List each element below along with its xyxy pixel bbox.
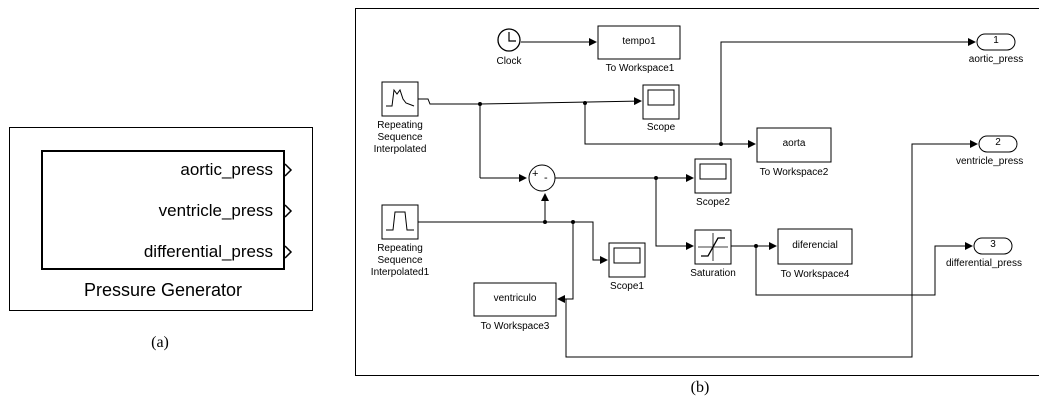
outport-2: [978, 135, 1018, 153]
tempo1-text: tempo1: [622, 36, 656, 47]
caption-a: (a): [151, 334, 169, 351]
aorta-block: [756, 127, 832, 163]
repeating-sequence-block[interactable]: [381, 81, 419, 117]
label-line: Sequence: [377, 132, 423, 143]
branch-point: [543, 220, 547, 224]
saturation-curve-icon: [701, 237, 725, 257]
signal-line: [418, 98, 480, 105]
outport-2-label: ventricle_press: [956, 156, 1024, 167]
port-ventricle-press-label: ventricle_press: [158, 201, 273, 220]
clock-label: Clock: [496, 56, 522, 67]
scope-screen-icon: [699, 163, 727, 180]
to-workspace1-label: To Workspace1: [605, 63, 675, 74]
branch-point: [654, 176, 658, 180]
port-aortic-press-label: aortic_press: [180, 160, 273, 179]
scope1-block[interactable]: [608, 242, 646, 278]
label-line: Repeating: [377, 120, 423, 131]
repeating-sequence-label: Repeating Sequence Interpolated: [357, 120, 443, 156]
scope1-label: Scope1: [610, 281, 644, 292]
signal-line: [565, 140, 978, 358]
port-arrow-icon: [284, 204, 293, 218]
subsystem-port-arrows: [284, 163, 293, 259]
sum-block[interactable]: [528, 164, 556, 192]
branch-point: [478, 102, 482, 106]
signal-line: [479, 97, 642, 106]
to-workspace4-label: To Workspace4: [780, 269, 850, 280]
label-line: Interpolated: [373, 144, 427, 155]
signal-line: [655, 178, 694, 250]
outport-1-number: 1: [993, 35, 999, 46]
scope2-label: Scope2: [696, 197, 730, 208]
diferencial-block: [777, 228, 853, 265]
scope-block[interactable]: [642, 84, 680, 120]
scope-label: Scope: [646, 122, 676, 133]
scope-screen-icon: [613, 247, 641, 264]
label-line: Sequence: [377, 255, 423, 266]
outport-3: [973, 237, 1013, 255]
pressure-generator-block[interactable]: [41, 150, 285, 270]
signal-line: [720, 38, 976, 144]
signal-line: [573, 221, 608, 264]
branch-point: [719, 142, 723, 146]
tempo1-block: [597, 25, 681, 60]
block-name-label: Pressure Generator: [83, 280, 243, 300]
signal-line: [557, 222, 574, 303]
sum-plus-sign: +: [532, 168, 539, 180]
ventriculo-block: [473, 282, 557, 317]
subsystem-panel: [9, 127, 313, 311]
port-differential-press-label: differential_press: [143, 242, 273, 261]
label-line: Interpolated1: [370, 267, 430, 278]
port-arrow-icon: [284, 163, 293, 177]
caption-b: (b): [690, 379, 710, 396]
repeating-sequence1-label: Repeating Sequence Interpolated1: [357, 243, 443, 279]
scope2-block[interactable]: [694, 158, 732, 194]
clock-icon: [508, 32, 516, 42]
pulse-icon: [386, 211, 414, 231]
branch-point: [571, 220, 575, 224]
to-workspace2-label: To Workspace2: [759, 167, 829, 178]
waveform-icon: [386, 88, 415, 107]
outport-3-number: 3: [990, 239, 996, 250]
repeating-sequence1-block[interactable]: [381, 204, 419, 240]
scope-screen-icon: [647, 89, 675, 106]
outport-1: [976, 33, 1016, 51]
saturation-label: Saturation: [690, 268, 736, 279]
model-panel: [355, 8, 1039, 376]
clock-block[interactable]: [497, 28, 521, 52]
signal-line: [755, 242, 973, 296]
outport-2-number: 2: [995, 137, 1001, 148]
to-workspace3-label: To Workspace3: [480, 321, 550, 332]
signal-line: [584, 103, 756, 148]
branch-point: [583, 101, 587, 105]
diferencial-text: diferencial: [792, 240, 838, 251]
sum-minus-sign: -: [544, 172, 548, 184]
label-line: Repeating: [377, 243, 423, 254]
saturation-block[interactable]: [694, 229, 732, 265]
aorta-text: aorta: [782, 138, 806, 149]
outport-3-label: differential_press: [946, 258, 1022, 269]
branch-point: [754, 244, 758, 248]
port-arrow-icon: [284, 245, 293, 259]
outport-1-label: aortic_press: [968, 54, 1024, 65]
ventriculo-text: ventriculo: [493, 293, 537, 304]
